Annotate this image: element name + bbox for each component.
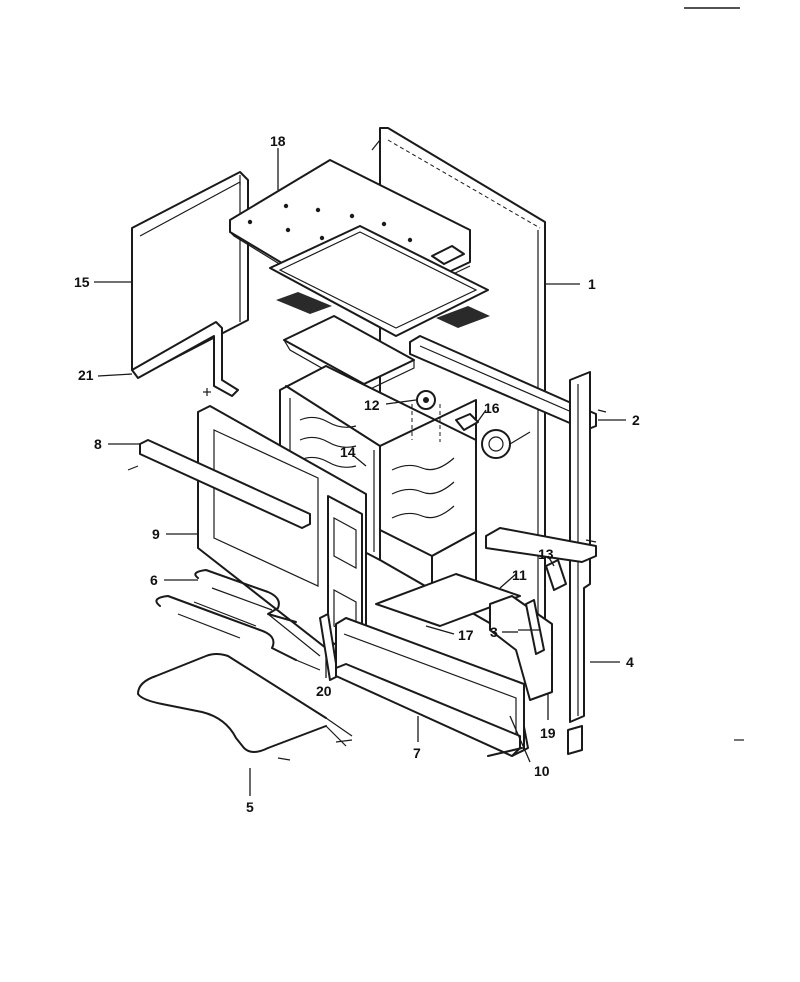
part-17-bottom-panel [375,573,521,627]
label-8: 8 [94,436,102,452]
lower-rail [485,527,597,563]
leader-21 [97,373,133,377]
part-21-side-trim [131,321,239,397]
part-10-door-seal [487,747,523,757]
label-19: 19 [540,725,556,741]
label-9: 9 [152,526,160,542]
label-15: 15 [74,274,90,290]
label-6: 6 [150,572,158,588]
label-17: 17 [458,627,474,643]
leader-lines [94,148,626,796]
part-8-top-trim [139,439,311,529]
part-2-upper-rail [409,335,597,431]
leader-17 [425,625,455,635]
part-13-door-switch [545,559,567,591]
cavity-rack-guides [299,416,455,519]
part-3-hinge [518,599,545,655]
leader-11 [499,573,517,589]
label-11: 11 [512,567,527,583]
part-number-labels: 1 2 3 4 5 6 7 8 9 10 11 12 13 14 15 16 1… [74,133,640,815]
label-21: 21 [78,367,94,383]
support-rails [276,292,490,328]
top-plate-bracket [431,245,465,265]
part-4-side-post [567,371,591,755]
part-9-front-frame [197,405,367,671]
insulation-plate [269,225,489,337]
label-3: 3 [490,624,498,640]
leader-12 [385,399,417,405]
screw-marks [127,388,744,761]
label-16: 16 [484,400,500,416]
label-10: 10 [534,763,550,779]
label-18: 18 [270,133,286,149]
label-14: 14 [340,444,356,460]
label-4: 4 [626,654,634,670]
label-13: 13 [538,546,554,562]
leader-13 [547,555,555,567]
label-5: 5 [246,799,254,815]
part-6-grill-element [155,569,321,671]
label-2: 2 [632,412,640,428]
leader-14 [353,455,367,467]
label-7: 7 [413,745,421,761]
part-7-door [335,617,525,757]
label-12: 12 [364,397,380,413]
leader-10 [509,715,531,763]
label-20: 20 [316,683,332,699]
label-1: 1 [588,276,596,292]
part-5-bottom-element [137,653,353,753]
leader-16 [475,409,487,425]
part-12-thermostat [411,390,441,442]
